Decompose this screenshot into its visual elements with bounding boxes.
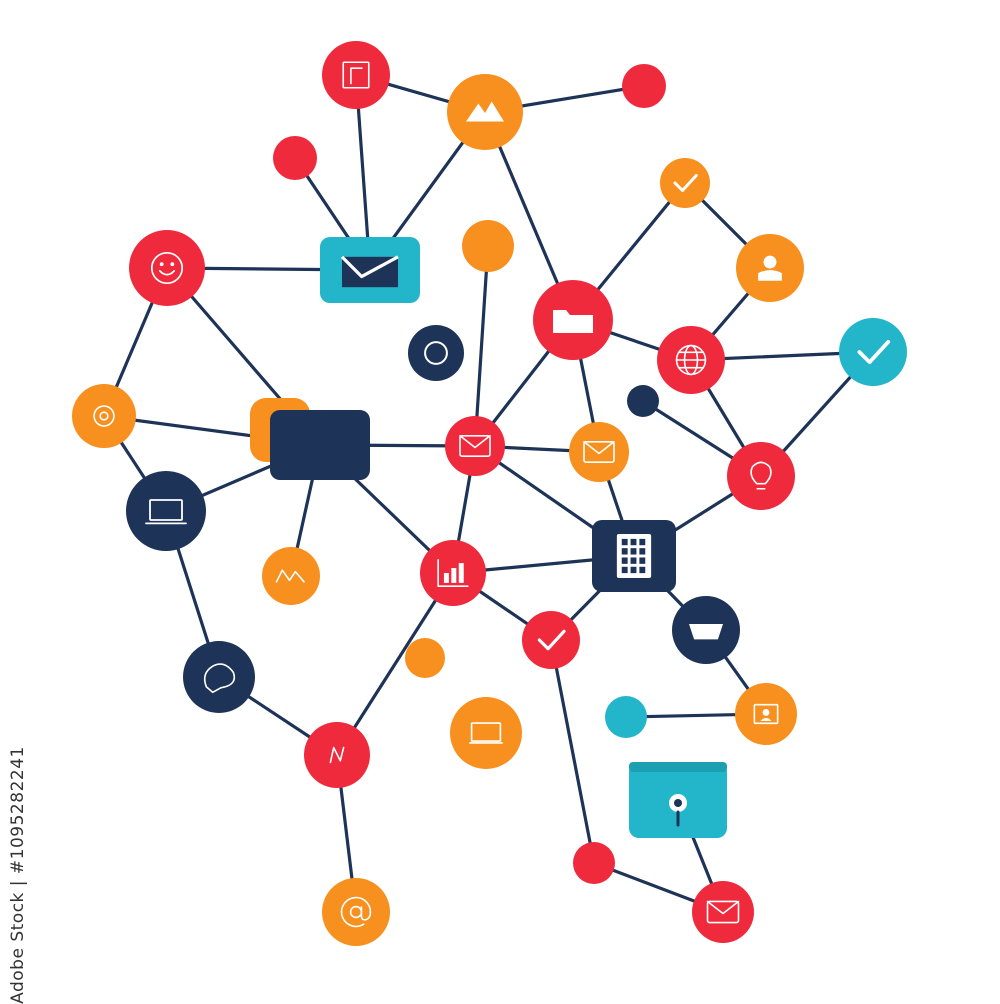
node-circle [405, 638, 445, 678]
network-node [273, 136, 317, 180]
location-pin-icon [669, 794, 687, 827]
network-node [672, 596, 740, 664]
network-node [320, 237, 420, 303]
node-circle [727, 442, 795, 510]
smiley-icon [150, 251, 184, 285]
stock-id-text: Adobe Stock | #1095282241 [8, 746, 29, 1004]
node-circle [692, 881, 754, 943]
network-node [183, 641, 255, 713]
location-icon [93, 405, 115, 427]
flag-icon [342, 61, 370, 89]
node-circle [462, 220, 514, 272]
node-circle [569, 422, 629, 482]
network-node [839, 318, 907, 386]
network-node [692, 881, 754, 943]
basket-icon [689, 624, 723, 640]
network-node [592, 520, 676, 592]
network-node [322, 878, 390, 946]
network-node [727, 442, 795, 510]
check-icon [857, 339, 891, 365]
network-node [660, 158, 710, 208]
node-tile [270, 410, 370, 480]
node-circle [573, 842, 615, 884]
network-node [420, 540, 486, 606]
node-circle [627, 385, 659, 417]
network-node [573, 842, 615, 884]
network-node [447, 74, 523, 150]
check-icon [673, 174, 698, 192]
envelope-icon [583, 440, 615, 463]
envelope-icon [706, 900, 740, 924]
node-circle [447, 74, 523, 150]
node-circle [408, 325, 464, 381]
envelope-icon [459, 434, 491, 457]
node-circle [605, 696, 647, 738]
node-circle [839, 318, 907, 386]
network-node [629, 762, 727, 838]
network-node [405, 638, 445, 678]
network-node [262, 547, 320, 605]
stock-id-watermark: Adobe Stock | #1095282241 [6, 746, 30, 1004]
mountain-icon [466, 101, 504, 122]
network-node [129, 230, 205, 306]
network-node [445, 416, 505, 476]
network-nodes [72, 41, 907, 946]
node-circle [445, 416, 505, 476]
network-node [627, 385, 659, 417]
network-node [408, 325, 464, 381]
network-node [304, 722, 370, 788]
contact-card-icon [753, 703, 779, 725]
folder-icon [553, 310, 593, 333]
node-circle [273, 136, 317, 180]
connection-line [335, 571, 455, 757]
calculator-icon [616, 533, 652, 579]
at-sign-icon [340, 896, 372, 928]
check-icon [537, 629, 566, 651]
chart-icon [275, 569, 305, 583]
panel-header-bar [629, 762, 727, 772]
network-node [569, 422, 629, 482]
connection-line [549, 638, 596, 865]
network-node [657, 326, 725, 394]
network-node [736, 234, 804, 302]
bar-chart-icon [437, 558, 469, 588]
network-node [605, 696, 647, 738]
lightbulb-icon [750, 461, 772, 490]
node-circle [622, 64, 666, 108]
network-node [462, 220, 514, 272]
node-circle [72, 384, 136, 448]
network-node [72, 384, 136, 448]
envelope-icon [340, 255, 399, 288]
n-icon [329, 746, 345, 764]
node-circle [183, 641, 255, 713]
node-circle [129, 230, 205, 306]
monitor-icon [468, 722, 504, 744]
node-circle [450, 697, 522, 769]
network-node [250, 398, 370, 480]
network-node [735, 683, 797, 745]
network-node [322, 41, 390, 109]
globe-icon [675, 344, 707, 376]
network-node [522, 611, 580, 669]
network-node [622, 64, 666, 108]
node-circle [126, 471, 206, 551]
node-circle [660, 158, 710, 208]
network-node [450, 697, 522, 769]
network-node [533, 280, 613, 360]
laptop-icon [145, 499, 187, 525]
chat-icon [203, 663, 236, 694]
network-node [126, 471, 206, 551]
user-icon [758, 255, 782, 281]
connection-line [473, 244, 490, 448]
ring-icon [424, 341, 448, 365]
node-circle [322, 41, 390, 109]
node-circle [262, 547, 320, 605]
node-circle [522, 611, 580, 669]
node-circle [322, 878, 390, 946]
